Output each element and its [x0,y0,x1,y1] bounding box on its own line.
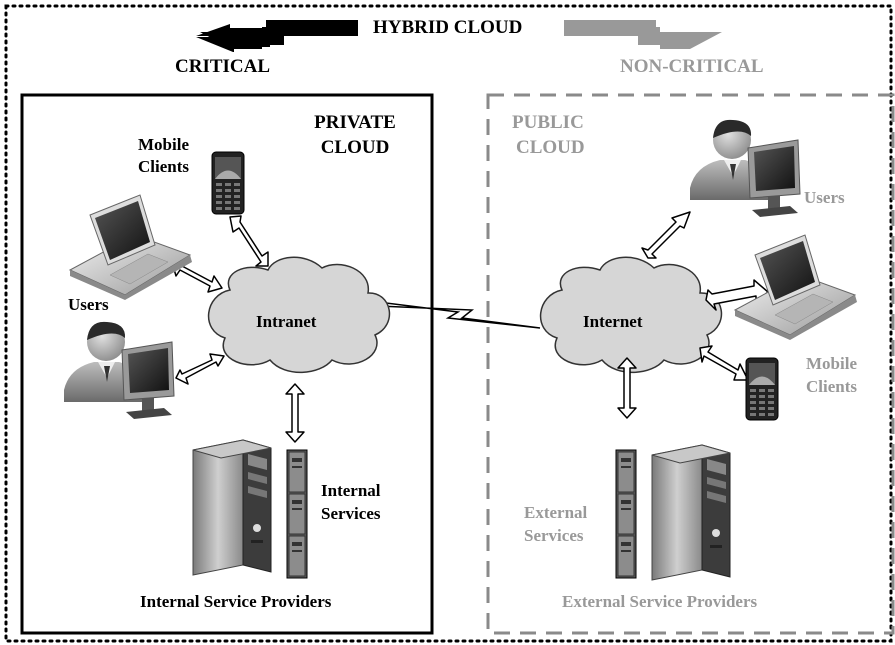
external-services-label-line2: Services [524,526,584,545]
external-tower-server-icon [651,444,731,581]
external-providers-label: External Service Providers [562,592,758,611]
intranet-cloud [208,256,391,374]
internal-services-label-line1: Internal [321,481,381,500]
critical-arrow [196,20,358,52]
internal-rack-server-icon [286,449,308,579]
private-laptop-icon [69,194,193,301]
public-mobile-label-line2: Clients [806,377,857,396]
private-user-icon [63,321,175,420]
external-services-label-line1: External [524,503,588,522]
internal-services-label-line2: Services [321,504,381,523]
non-critical-label: NON-CRITICAL [620,56,764,77]
public-mobile-label-line1: Mobile [806,354,857,373]
connection-arrows [171,211,769,443]
public-mobile-icon [745,357,779,421]
internet-cloud [540,256,723,374]
hybrid-link [377,301,541,329]
private-mobile-icon [211,151,245,215]
internet-label: Internet [583,312,643,331]
public-cloud-box [486,93,895,635]
public-cloud-title-line2: CLOUD [516,137,585,158]
intranet-label: Intranet [256,312,317,331]
private-users-label: Users [68,295,109,314]
private-cloud-box [20,93,434,635]
non-critical-arrow [564,20,722,49]
private-mobile-label-line1: Mobile [138,135,189,154]
private-cloud-title-line1: PRIVATE [314,112,396,133]
internal-providers-label: Internal Service Providers [140,592,332,611]
critical-label: CRITICAL [175,56,271,77]
private-cloud-title-line2: CLOUD [320,137,390,158]
private-mobile-label-line2: Clients [138,157,189,176]
hybrid-cloud-title: HYBRID CLOUD [373,17,523,38]
internal-tower-server-icon [192,439,272,576]
hybrid-cloud-border [4,4,893,643]
public-user-icon [689,119,801,218]
public-cloud-title-line1: PUBLIC [512,112,584,133]
external-rack-server-icon [615,449,637,579]
public-users-label: Users [804,188,845,207]
